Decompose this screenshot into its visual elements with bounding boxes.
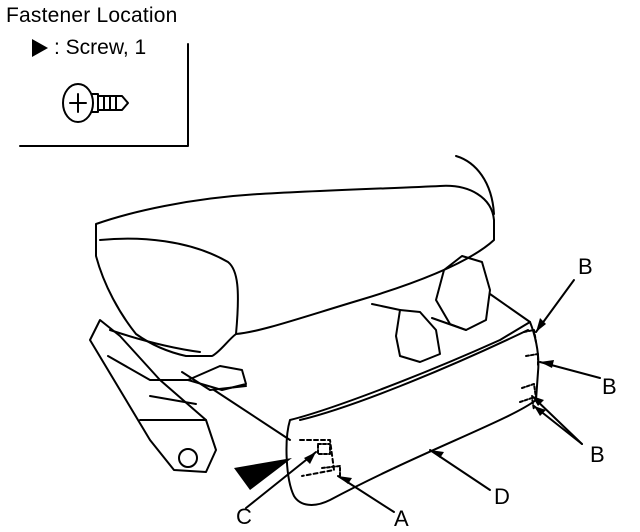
- callout-b-top: B: [578, 254, 593, 279]
- seat-rail-right: [435, 255, 491, 331]
- triangle-pointer-icon: [32, 39, 48, 57]
- callout-c: C: [236, 504, 252, 529]
- leader-b-bottom-1: [531, 395, 583, 445]
- trim-cover: [285, 321, 540, 506]
- legend-title: Fastener Location: [6, 4, 178, 27]
- seat-cushion: [95, 184, 495, 357]
- leader-c: [245, 451, 317, 509]
- arrowhead-b-bottom-2: [534, 406, 546, 416]
- legend-screw-row: : Screw, 1: [32, 36, 146, 60]
- callout-d: D: [494, 484, 510, 509]
- seat-rail-left: [89, 319, 217, 473]
- arrowhead-d: [430, 450, 444, 458]
- callout-b-bottom: B: [590, 442, 605, 467]
- legend-screw-label: : Screw, 1: [54, 36, 147, 59]
- triangle-pointer-icon: [234, 458, 292, 490]
- arrowhead-c: [304, 452, 316, 464]
- arrowhead-b-bottom-1: [532, 396, 544, 406]
- callout-b-mid: B: [602, 374, 617, 399]
- arrowhead-a: [338, 476, 352, 484]
- callout-a: A: [394, 506, 409, 531]
- screw-icon: [62, 83, 129, 123]
- legend-box: [19, 43, 189, 147]
- arrowhead-b-mid: [540, 360, 554, 368]
- arrowhead-b-top: [536, 318, 546, 332]
